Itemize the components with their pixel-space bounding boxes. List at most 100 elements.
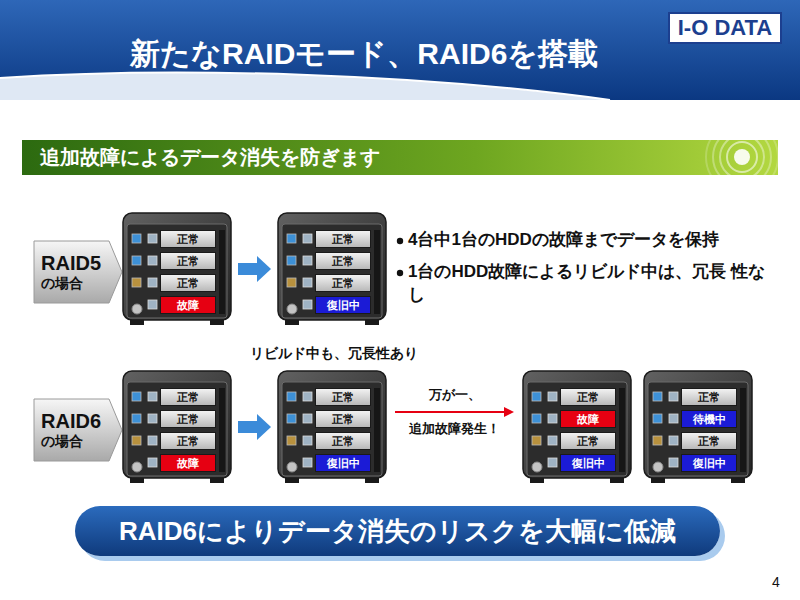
rebuild-note: リビルド中も、冗長性あり bbox=[250, 345, 418, 363]
bay-led bbox=[303, 436, 312, 445]
power-button bbox=[532, 462, 542, 472]
bullet-note: 4台中1台のHDDの故障までデータを保持 bbox=[408, 229, 788, 252]
node-text: RAID6 bbox=[41, 410, 109, 433]
drive-status: 正常 bbox=[160, 252, 216, 270]
bay-led bbox=[303, 256, 312, 265]
panel-icon bbox=[653, 392, 662, 401]
node-text: 追加故障によるデータ消失を防ぎます bbox=[40, 144, 380, 171]
power-button bbox=[287, 462, 297, 472]
device-front bbox=[282, 224, 382, 318]
side-panel bbox=[619, 388, 625, 472]
bay-led bbox=[148, 392, 157, 401]
panel-icon bbox=[132, 234, 141, 243]
drive-status: 復旧中 bbox=[315, 296, 371, 314]
nas-device: 正常故障正常復旧中 bbox=[522, 370, 632, 484]
node-text: 故障 bbox=[577, 412, 599, 427]
power-button bbox=[653, 462, 663, 472]
panel-icon bbox=[132, 436, 141, 445]
slide-title: 新たなRAIDモード、RAID6を搭載 bbox=[130, 34, 598, 75]
bullet-note: 1台のHDD故障によるリビルド中は、冗長 性なし bbox=[408, 261, 780, 307]
node-text: 正常 bbox=[177, 390, 199, 405]
node-text: 正常 bbox=[177, 254, 199, 269]
nas-device: 正常正常正常故障 bbox=[122, 212, 232, 326]
drive-status: 正常 bbox=[160, 230, 216, 248]
drive-status: 正常 bbox=[315, 410, 371, 428]
side-panel bbox=[219, 230, 225, 314]
bay-led bbox=[148, 300, 157, 309]
drive-status: 正常 bbox=[315, 388, 371, 406]
node-text: 正常 bbox=[332, 254, 354, 269]
side-panel bbox=[219, 388, 225, 472]
power-button bbox=[132, 304, 142, 314]
node-text: 正常 bbox=[177, 276, 199, 291]
subheading-band: 追加故障によるデータ消失を防ぎます bbox=[22, 140, 778, 175]
bay-led bbox=[148, 436, 157, 445]
drive-status: 正常 bbox=[315, 252, 371, 270]
drive-status: 故障 bbox=[560, 410, 616, 428]
node-text: 復旧中 bbox=[572, 456, 605, 471]
bay-led bbox=[148, 234, 157, 243]
bay-led bbox=[303, 414, 312, 423]
panel-icon bbox=[132, 392, 141, 401]
drive-status: 正常 bbox=[560, 388, 616, 406]
nas-device: 正常正常正常復旧中 bbox=[277, 212, 387, 326]
power-button bbox=[287, 304, 297, 314]
panel-icon bbox=[653, 414, 662, 423]
panel-icon bbox=[132, 256, 141, 265]
node-text: 復旧中 bbox=[327, 456, 360, 471]
bay-led bbox=[148, 278, 157, 287]
drive-status: 正常 bbox=[560, 432, 616, 450]
node-text: 正常 bbox=[332, 434, 354, 449]
node-text: 故障 bbox=[177, 298, 199, 313]
brand-logo: I-O DATA bbox=[668, 12, 782, 44]
power-button bbox=[132, 462, 142, 472]
tag-outline bbox=[34, 399, 122, 461]
drive-status: 復旧中 bbox=[681, 454, 737, 472]
nas-device: 正常待機中正常復旧中 bbox=[643, 370, 753, 484]
node-text: 故障 bbox=[177, 456, 199, 471]
bay-led bbox=[548, 392, 557, 401]
bay-led bbox=[148, 256, 157, 265]
node-text: 正常 bbox=[332, 412, 354, 427]
panel-icon bbox=[287, 414, 296, 423]
node-text: 正常 bbox=[332, 276, 354, 291]
device-body bbox=[278, 371, 386, 478]
bay-led bbox=[303, 392, 312, 401]
panel-icon bbox=[287, 436, 296, 445]
node-subtext: の場合 bbox=[41, 275, 109, 292]
panel-icon bbox=[132, 278, 141, 287]
tag-outline bbox=[34, 241, 122, 303]
node-text: 正常 bbox=[332, 232, 354, 247]
bay-led bbox=[303, 300, 312, 309]
ring-decoration bbox=[706, 140, 778, 175]
node-subtext: の場合 bbox=[41, 433, 109, 450]
node-text: 待機中 bbox=[693, 412, 726, 427]
bay-led bbox=[548, 436, 557, 445]
bay-led bbox=[669, 458, 678, 467]
bay-led bbox=[669, 414, 678, 423]
header-band bbox=[0, 0, 800, 100]
drive-status: 正常 bbox=[160, 410, 216, 428]
device-front bbox=[648, 382, 748, 476]
bay-led bbox=[669, 392, 678, 401]
drive-status: 故障 bbox=[160, 454, 216, 472]
node-text: 正常 bbox=[177, 434, 199, 449]
panel-icon bbox=[287, 234, 296, 243]
edge-label: 万が一、 追加故障発生！ bbox=[399, 378, 511, 446]
raid-level-tag: RAID5の場合 bbox=[33, 240, 123, 304]
failure-arrow bbox=[395, 411, 504, 413]
drive-status: 待機中 bbox=[681, 410, 737, 428]
side-panel bbox=[374, 230, 380, 314]
node-text: 正常 bbox=[177, 412, 199, 427]
node-text: 正常 bbox=[698, 390, 720, 405]
nas-device: 正常正常正常復旧中 bbox=[277, 370, 387, 484]
node-text: 正常 bbox=[577, 390, 599, 405]
node-text: 復旧中 bbox=[693, 456, 726, 471]
side-panel bbox=[374, 388, 380, 472]
device-body bbox=[123, 371, 231, 478]
device-front bbox=[527, 382, 627, 476]
drive-status: 正常 bbox=[315, 274, 371, 292]
panel-icon bbox=[287, 256, 296, 265]
drive-status: 正常 bbox=[315, 432, 371, 450]
